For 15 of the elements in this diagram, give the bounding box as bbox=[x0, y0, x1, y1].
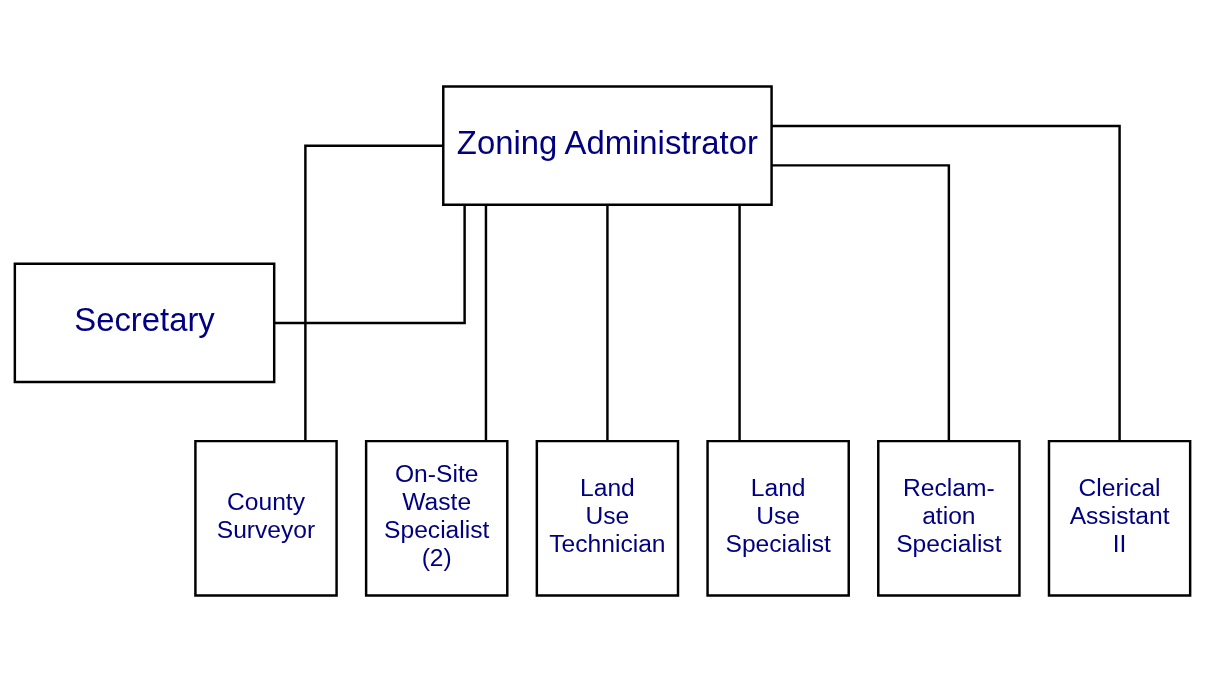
connector bbox=[274, 204, 466, 324]
node-box: Clerical Assistant II bbox=[1047, 439, 1192, 597]
connector bbox=[304, 143, 444, 441]
node-box: Reclam- ation Specialist bbox=[877, 439, 1021, 597]
node-box: Land Use Technician bbox=[535, 439, 680, 597]
connector bbox=[738, 204, 741, 441]
node-box: On-Site Waste Specialist (2) bbox=[364, 439, 509, 597]
node-box: Zoning Administrator bbox=[442, 84, 773, 206]
node-box: Land Use Specialist bbox=[706, 439, 850, 597]
connector bbox=[771, 163, 951, 441]
connector bbox=[606, 204, 609, 441]
connector bbox=[771, 124, 1121, 441]
node-box: Secretary bbox=[13, 262, 276, 383]
connector bbox=[484, 204, 488, 441]
node-box: County Surveyor bbox=[194, 439, 338, 597]
